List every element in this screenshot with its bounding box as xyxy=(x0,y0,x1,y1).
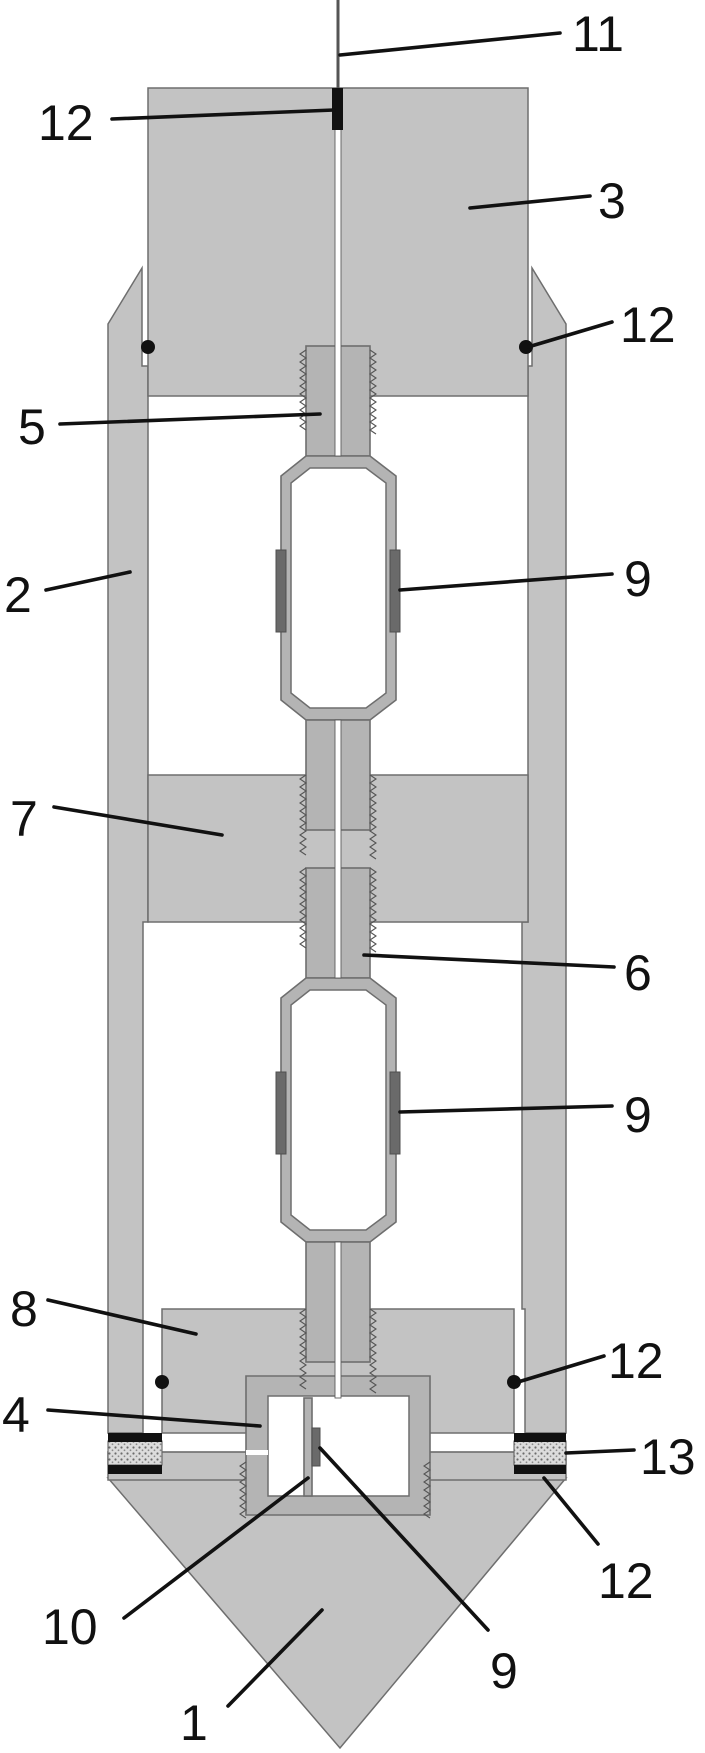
connection-dot-upper-left xyxy=(141,340,155,354)
label-8: 8 xyxy=(10,1281,38,1337)
central-bore-upper xyxy=(334,117,342,457)
label-12-bottom: 12 xyxy=(598,1553,654,1609)
central-bore-lower xyxy=(334,1241,342,1399)
label-1: 1 xyxy=(180,1695,208,1751)
label-7: 7 xyxy=(10,791,38,847)
clamp-ring-right-top xyxy=(514,1433,566,1442)
central-bore-link xyxy=(334,719,342,979)
outer-sleeve-left xyxy=(107,265,149,1434)
threads xyxy=(239,349,431,1519)
label-9-middle: 9 xyxy=(624,1087,652,1143)
label-12-top-left: 12 xyxy=(38,95,94,151)
label-13: 13 xyxy=(640,1429,696,1485)
connection-dot-lower-right xyxy=(507,1375,521,1389)
clamp-ring-right-bottom xyxy=(514,1465,566,1474)
label-12-lower: 12 xyxy=(608,1333,664,1389)
label-9-bottom: 9 xyxy=(490,1643,518,1699)
connection-dot-lower-left xyxy=(155,1375,169,1389)
porous-ring-right xyxy=(513,1440,567,1466)
cable-seal xyxy=(332,88,343,130)
strain-gauge-middle-right xyxy=(389,1071,401,1155)
upper-cell-cavity xyxy=(290,467,387,709)
strain-gauge-upper-right xyxy=(389,549,401,633)
label-10: 10 xyxy=(42,1599,98,1655)
lower-cell-cavity xyxy=(290,989,387,1231)
cone-tip xyxy=(106,1477,568,1750)
label-5: 5 xyxy=(18,399,46,455)
bottom-housing-left-stub xyxy=(246,1450,268,1455)
label-9-upper: 9 xyxy=(624,551,652,607)
clamp-ring-left-top xyxy=(108,1433,162,1442)
connection-dot-upper-right xyxy=(519,340,533,354)
label-6: 6 xyxy=(624,945,652,1001)
label-12-right: 12 xyxy=(620,297,676,353)
strain-gauge-middle-left xyxy=(275,1071,287,1155)
clamp-ring-left-bottom xyxy=(108,1465,162,1474)
label-2: 2 xyxy=(4,567,32,623)
outer-sleeve-right xyxy=(521,265,567,1434)
label-4: 4 xyxy=(2,1387,30,1443)
label-11-top: 11 xyxy=(572,6,624,62)
label-3: 3 xyxy=(598,173,626,229)
porous-ring-left xyxy=(107,1440,163,1466)
leader-lines xyxy=(44,31,636,1708)
bottom-housing-chamber xyxy=(267,1395,410,1497)
strain-gauge-upper-left xyxy=(275,549,287,633)
